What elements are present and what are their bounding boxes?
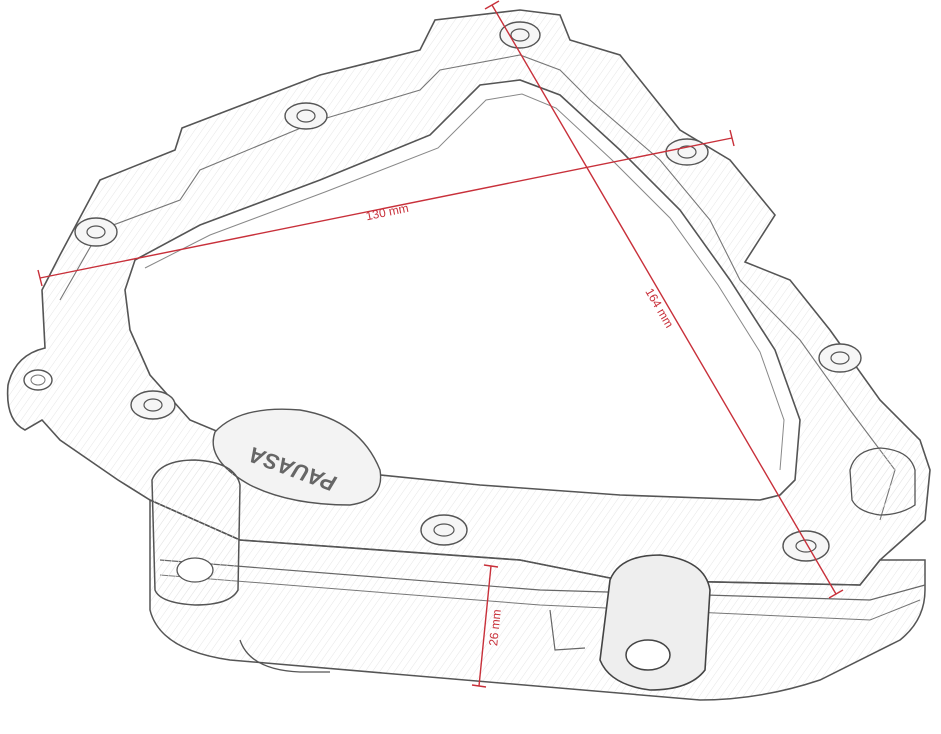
screw-icon [74,217,118,247]
screw-icon [284,102,328,130]
mounting-ear [23,369,53,391]
standoff-rear [849,447,916,516]
screw-icon [420,514,468,546]
standoff-left [151,459,241,606]
height-dimension-label: 26 mm [486,609,504,647]
screw-icon [499,21,541,49]
screw-icon [782,530,830,562]
plate-window [124,79,801,501]
logo-plaque: PAUASA [212,408,382,506]
screw-icon [665,138,709,166]
plate-side-body [149,498,926,701]
screw-icon [818,343,862,373]
standoff-right [599,554,711,691]
dimension-height: 26 mm [471,564,504,688]
screw-icon [130,390,176,420]
